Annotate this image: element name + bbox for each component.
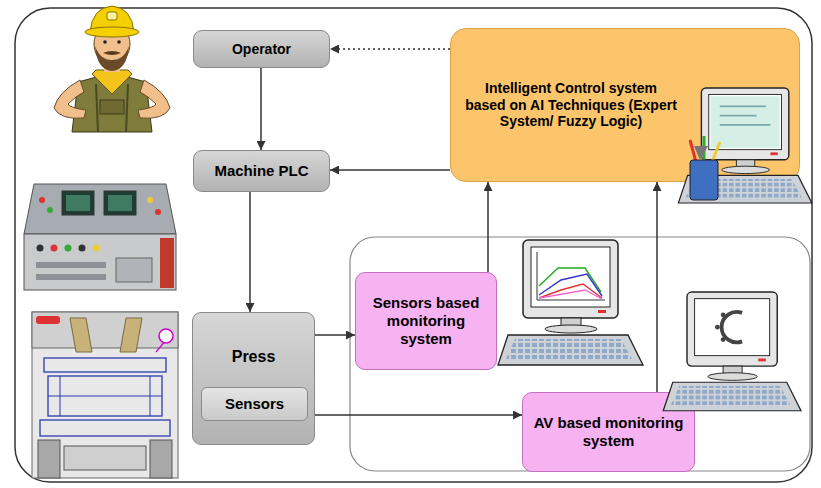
computer-icon — [720, 106, 771, 124]
worker-figure — [54, 6, 170, 132]
control-panel-photo — [155, 209, 161, 215]
node-label: AV based monitoring system — [531, 414, 686, 450]
press-machine-drawing — [48, 396, 162, 397]
ring-part-screen — [715, 312, 742, 342]
flow-arrow — [487, 182, 489, 272]
flow-arrow — [330, 48, 450, 50]
pen-cup — [694, 146, 708, 160]
outer-frame — [15, 8, 812, 482]
press-machine-drawing — [150, 440, 172, 478]
chart-screen — [537, 252, 538, 300]
control-panel-photo — [39, 197, 45, 203]
press-box: PressSensors — [192, 312, 315, 445]
chart-screen — [539, 268, 601, 292]
node-label: Sensors based monitoring system — [364, 294, 488, 348]
pen-cup — [690, 140, 696, 162]
control-panel-photo — [116, 258, 152, 282]
flow-arrow — [315, 414, 522, 416]
worker-figure — [95, 46, 129, 71]
worker-figure — [103, 51, 121, 55]
flow-arrow — [249, 192, 251, 312]
control-panel-photo — [104, 191, 136, 215]
press-machine-drawing — [64, 446, 146, 470]
computer-icon — [678, 88, 811, 203]
worker-figure — [100, 100, 124, 114]
press-machine-drawing — [40, 420, 170, 436]
control-panel-photo — [24, 184, 176, 234]
control-panel-photo — [66, 195, 90, 211]
node-label: Press — [232, 347, 276, 366]
pen-cup — [690, 160, 718, 200]
control-panel-photo — [147, 197, 153, 203]
ring-part-screen — [722, 312, 742, 342]
press-machine-drawing — [32, 312, 178, 348]
flow-arrow — [330, 169, 450, 171]
monitor-box: Sensors based monitoring system — [355, 272, 497, 370]
control-panel-photo — [24, 234, 176, 290]
control-panel-photo — [37, 245, 44, 252]
press-machine-drawing — [32, 312, 178, 478]
computer-icon — [663, 292, 801, 411]
computer-icon — [498, 240, 643, 365]
press-machine-drawing — [44, 358, 166, 372]
worker-figure — [54, 80, 86, 118]
flow-arrow — [315, 334, 355, 336]
ring-part-screen — [715, 325, 720, 330]
chart-screen — [537, 300, 605, 301]
control-panel-photo — [47, 207, 53, 213]
pen-cup — [712, 142, 720, 162]
ring-part-screen — [721, 312, 726, 317]
control-panel-photo — [93, 245, 100, 252]
operator-box: Operator — [193, 30, 330, 68]
worker-figure — [126, 84, 128, 132]
worker-figure — [96, 84, 98, 132]
chart-screen — [539, 274, 602, 296]
control-panel-photo — [51, 245, 58, 252]
monitor-box: AV based monitoring system — [522, 392, 695, 472]
chart-screen — [539, 290, 602, 299]
press-machine-drawing — [159, 329, 173, 343]
press-machine-drawing — [48, 376, 162, 416]
plc-box: Machine PLC — [193, 150, 330, 192]
node-label: Machine PLC — [214, 162, 308, 180]
ring-part-screen — [721, 337, 726, 342]
computer-icon — [678, 88, 811, 203]
control-panel-photo — [79, 245, 86, 252]
worker-figure — [138, 80, 170, 118]
controller-box: Intelligent Control system based on AI T… — [450, 28, 800, 182]
worker-figure — [103, 40, 107, 44]
press-machine-drawing — [32, 312, 178, 478]
computer-icon — [498, 240, 643, 365]
control-panel-photo — [65, 245, 72, 252]
flow-arrow — [656, 182, 658, 392]
control-panel-photo — [24, 184, 176, 290]
chart-screen — [537, 252, 605, 300]
node-label: Intelligent Control system based on AI T… — [463, 80, 679, 130]
press-machine-drawing — [36, 316, 60, 324]
node-label: Operator — [232, 41, 291, 58]
control-panel-photo — [160, 238, 174, 288]
press-machine-drawing — [120, 318, 142, 352]
node-label: Sensors — [225, 395, 284, 413]
control-panel-photo — [36, 262, 106, 268]
worker-figure — [117, 40, 121, 44]
monitoring-region — [350, 237, 810, 471]
computer-icon — [663, 292, 801, 411]
flow-arrow — [260, 68, 262, 150]
sensor-box: Sensors — [201, 387, 308, 421]
press-machine-drawing — [70, 318, 92, 352]
press-machine-drawing — [38, 440, 60, 478]
computer-icon — [711, 96, 780, 148]
chart-screen — [539, 284, 602, 298]
control-panel-photo — [108, 195, 132, 211]
control-panel-photo — [36, 274, 106, 280]
pen-cup — [703, 136, 706, 162]
worker-figure — [107, 12, 117, 20]
pen-cup — [690, 136, 720, 200]
worker-figure — [92, 70, 132, 94]
control-panel-photo — [62, 191, 94, 215]
worker-figure — [85, 27, 139, 37]
